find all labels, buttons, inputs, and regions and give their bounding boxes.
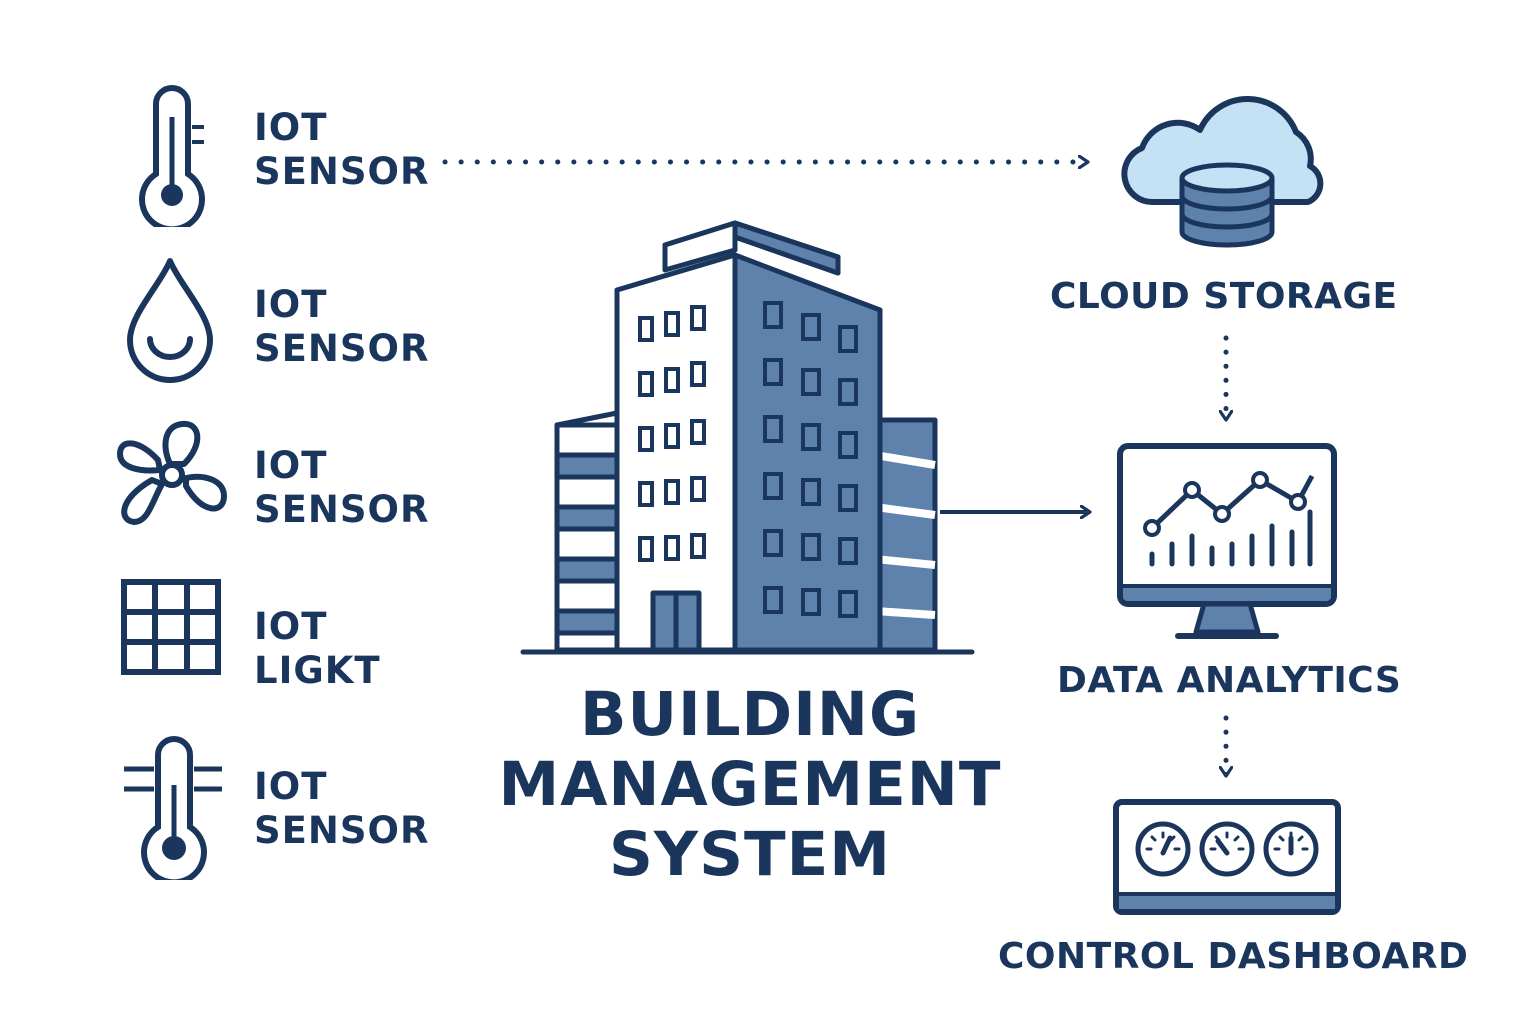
data-analytics-label: DATA ANALYTICS xyxy=(1057,660,1402,701)
building-management-title: BUILDING MANAGEMENT SYSTEM xyxy=(498,679,1002,890)
thermometer-icon xyxy=(139,85,205,227)
grid-panel-icon xyxy=(121,579,221,675)
analytics-monitor-icon xyxy=(1117,443,1337,639)
cloud-database-icon xyxy=(1121,96,1324,248)
control-dashboard-label: CONTROL DASHBOARD xyxy=(998,936,1469,977)
fan-icon xyxy=(117,420,227,525)
water-drop-icon xyxy=(127,258,213,383)
thermometer-hvac-icon xyxy=(124,736,222,880)
cloud-storage-label: CLOUD STORAGE xyxy=(1050,276,1398,317)
office-building-icon xyxy=(520,220,975,655)
gauges-dashboard-icon xyxy=(1113,799,1341,915)
